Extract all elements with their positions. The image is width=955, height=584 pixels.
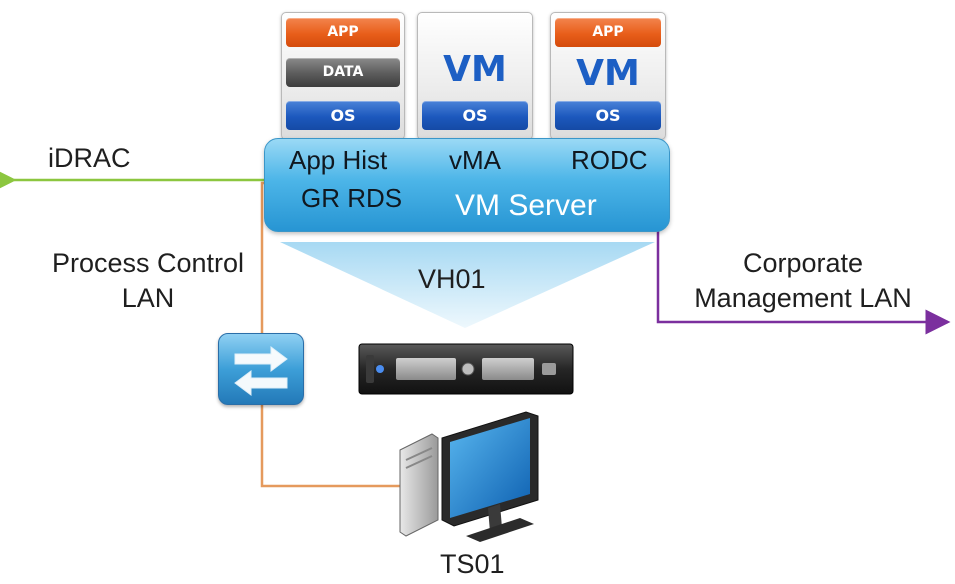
process-control-line1: Process Control (51, 248, 245, 278)
stack-app-vm-os: APP VM OS (550, 12, 666, 140)
data-layer: DATA (286, 58, 400, 87)
os-layer: OS (422, 101, 528, 130)
app-hist-label: App Hist (289, 145, 388, 175)
vm-server-bar: App Hist vMA RODC GR RDS VM Server (264, 138, 670, 232)
server-icon (358, 343, 574, 395)
app-layer: APP (286, 18, 400, 47)
corporate-line1: Corporate (742, 248, 864, 278)
virtualization-funnel (280, 242, 655, 328)
host-label: VH01 (418, 264, 486, 294)
switch-arrows-icon (234, 346, 288, 396)
idrac-label: iDRAC (48, 143, 131, 173)
stack-app-data-os: APP DATA OS (281, 12, 405, 140)
vm-label: VM (576, 53, 640, 94)
vm-server-label: VM Server (455, 189, 597, 222)
terminal-label: TS01 (440, 549, 505, 579)
rodc-label: RODC (571, 145, 648, 175)
switch-icon (218, 333, 304, 405)
corporate-line2: Management LAN (694, 283, 912, 314)
app-layer: APP (555, 18, 661, 47)
os-layer: OS (286, 101, 400, 130)
vma-label: vMA (449, 145, 501, 175)
os-layer: OS (555, 101, 661, 130)
process-control-line2: LAN (121, 283, 175, 314)
workstation-icon (399, 411, 539, 542)
corporate-label: Corporate Management LAN (672, 248, 934, 314)
vm-label: VM (443, 49, 507, 90)
process-control-label: Process Control LAN (28, 248, 268, 314)
stack-vm-os: VM OS (417, 12, 533, 140)
gr-rds-label: GR RDS (301, 183, 403, 213)
corporate-link (656, 230, 951, 335)
